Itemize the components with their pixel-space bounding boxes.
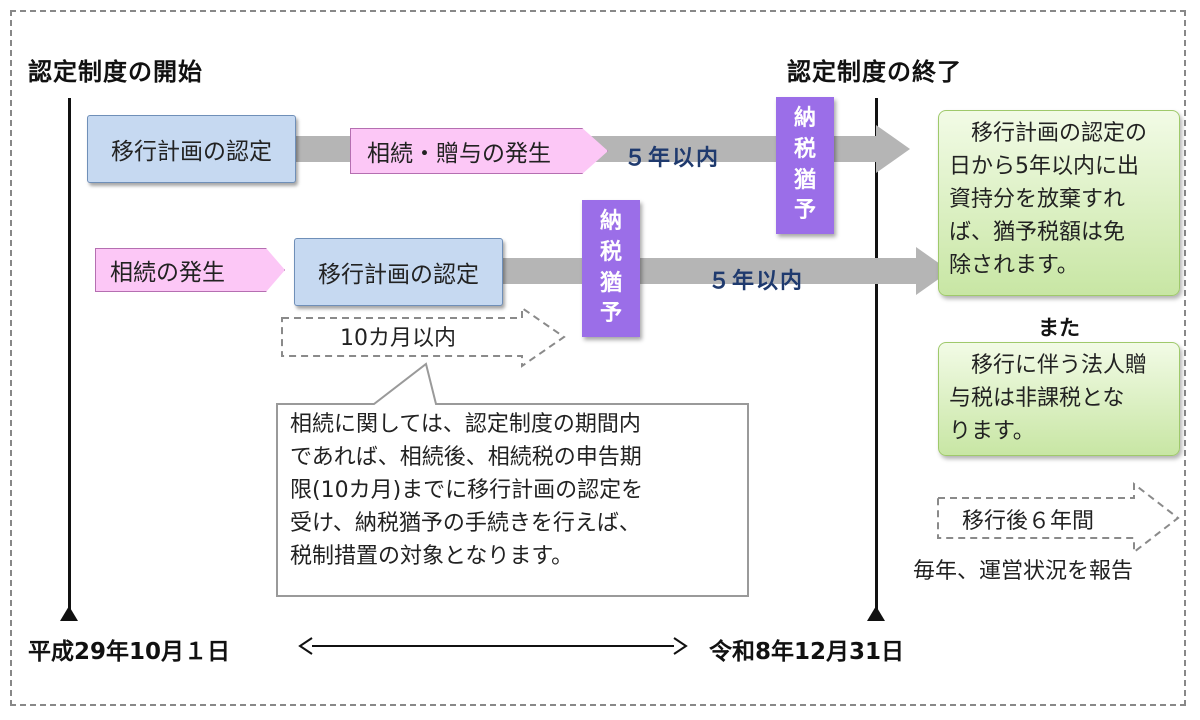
end-date: 令和8年12月31日	[709, 639, 905, 665]
row1-deferral-char: 予	[793, 198, 816, 224]
callout-line: 相続に関しては、認定制度の期間内	[290, 412, 641, 437]
row2-event-box: 相続の発生	[95, 248, 285, 292]
row1-plan-box: 移行計画の認定	[87, 115, 296, 183]
exemption-line: 日から5年以内に出	[949, 154, 1139, 179]
row1-deferral-char: 納	[793, 105, 816, 131]
end-title: 認定制度の終了	[787, 58, 962, 86]
non-taxable-line: ります。	[949, 419, 1035, 444]
non-taxable-line: 与税は非課税とな	[949, 386, 1125, 411]
row2-deferral-char: 納	[599, 208, 622, 234]
start-marker	[60, 606, 78, 621]
six-year-dashed-arrow	[937, 481, 1180, 555]
row2-plan-box: 移行計画の認定	[294, 238, 503, 306]
start-date: 平成29年10月１日	[28, 639, 231, 665]
row2-period-label: ５年以内	[708, 269, 805, 294]
annual-report-label: 毎年、運営状況を報告	[913, 559, 1134, 584]
row1-plan-label: 移行計画の認定	[111, 139, 272, 165]
exemption-line: ば、猶予税額は免	[949, 220, 1126, 245]
start-line	[68, 98, 71, 610]
exemption-box: 移行計画の認定の 日から5年以内に出 資持分を放棄すれ ば、猶予税額は免 除され…	[938, 110, 1180, 296]
callout-bubble	[276, 362, 749, 597]
row2-event-label: 相続の発生	[110, 260, 225, 286]
row2-deferral-box: 納 税 猶 予	[582, 200, 640, 337]
period-double-arrow	[298, 637, 688, 655]
callout-line: 限(10カ月)までに移行計画の認定を	[290, 478, 644, 503]
end-marker	[867, 606, 885, 621]
ten-month-dashed-arrow	[281, 306, 566, 368]
connector-label: また	[1038, 316, 1080, 340]
exemption-line: 資持分を放棄すれ	[949, 187, 1126, 212]
row2-deferral-char: 予	[599, 301, 622, 327]
row2-plan-label: 移行計画の認定	[318, 262, 479, 288]
row1-period-label: ５年以内	[624, 146, 721, 171]
row1-event-box: 相続・贈与の発生	[350, 128, 608, 174]
row2-deferral-char: 税	[599, 239, 622, 265]
non-taxable-line: 移行に伴う法人贈	[949, 353, 1148, 378]
row1-event-label: 相続・贈与の発生	[367, 141, 551, 167]
six-year-label: 移行後６年間	[962, 509, 1095, 534]
row1-deferral-char: 税	[793, 136, 816, 162]
dashed-frame	[10, 10, 1186, 706]
row1-arrow-head	[876, 125, 910, 173]
exemption-line: 除されます。	[949, 253, 1079, 278]
non-taxable-box: 移行に伴う法人贈 与税は非課税とな ります。	[938, 342, 1180, 456]
row2-arrow-shaft	[500, 258, 920, 284]
row1-deferral-char: 猶	[793, 167, 816, 193]
ten-month-label: 10カ月以内	[340, 326, 456, 351]
callout-line: 税制措置の対象となります。	[290, 544, 574, 569]
callout-text: 相続に関しては、認定制度の期間内 であれば、相続後、相続税の申告期 限(10カ月…	[290, 408, 745, 573]
callout-line: 受け、納税猶予の手続きを行えば、	[290, 511, 641, 536]
row2-deferral-char: 猶	[599, 270, 622, 296]
end-line	[875, 98, 878, 610]
callout-line: であれば、相続後、相続税の申告期	[290, 445, 642, 470]
start-title: 認定制度の開始	[28, 58, 203, 86]
exemption-line: 移行計画の認定の	[949, 121, 1148, 146]
row1-deferral-box: 納 税 猶 予	[776, 97, 834, 234]
